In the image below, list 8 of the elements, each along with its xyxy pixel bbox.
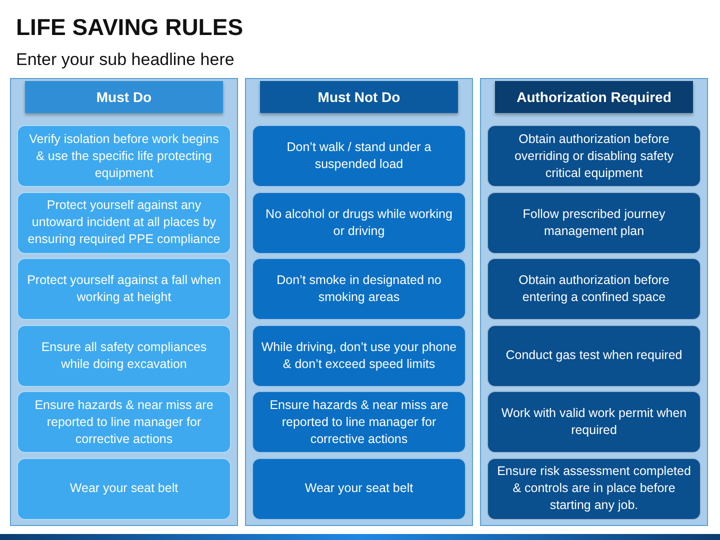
column-header: Authorization Required bbox=[495, 81, 693, 113]
title: LIFE SAVING RULES bbox=[16, 14, 244, 41]
column-panel bbox=[245, 78, 473, 526]
column-header: Must Not Do bbox=[260, 81, 458, 113]
column-panel bbox=[480, 78, 708, 526]
column-panel bbox=[10, 78, 238, 526]
column-header: Must Do bbox=[25, 81, 223, 113]
subtitle: Enter your sub headline here bbox=[16, 50, 234, 70]
